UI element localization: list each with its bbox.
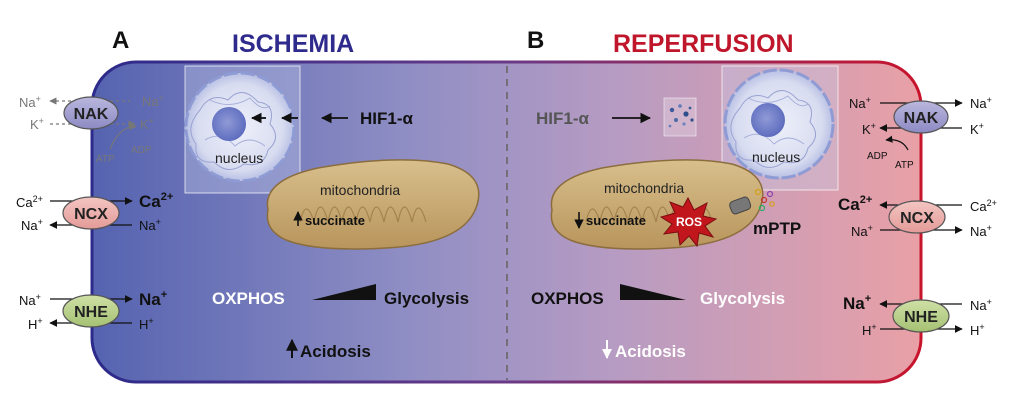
panel-letter-b: B: [527, 27, 544, 54]
nak-k-in-b: K+: [862, 121, 876, 137]
glycolysis-label-b: Glycolysis: [700, 289, 785, 308]
ncx-name-b: NCX: [900, 210, 934, 227]
glycolysis-label-a: Glycolysis: [384, 289, 469, 308]
nak-k-in-a: K+: [140, 116, 154, 132]
ncx-ca-out-a: Ca2+: [16, 194, 43, 210]
nucleus-a: [184, 71, 296, 183]
nhe-na-out-a: Na+: [19, 292, 41, 308]
mptp-pore-icon: [729, 188, 775, 215]
nak-atp-b: ATP: [895, 160, 914, 171]
nak-atp-a: ATP: [96, 154, 115, 165]
ros-burst-icon: [659, 196, 718, 248]
nhe-name-a: NHE: [74, 304, 108, 321]
oxphos-label-a: OXPHOS: [212, 289, 285, 308]
nucleus-label-a: nucleus: [215, 150, 263, 166]
oxphos-label-b: OXPHOS: [531, 289, 604, 308]
nak-pump-a: [49, 96, 137, 150]
nak-k-out-a: K+: [30, 116, 44, 132]
acidosis-label-a: Acidosis: [300, 342, 371, 361]
nhe-h-in-a: H+: [139, 316, 154, 332]
panel-letter-a: A: [112, 27, 129, 54]
ncx-na-out-b: Na+: [970, 223, 992, 239]
ros-label: ROS: [676, 215, 702, 229]
mito-label-b: mitochondria: [604, 180, 684, 196]
succinate-label-b: succinate: [586, 213, 646, 228]
panel-title-reperfusion: REPERFUSION: [613, 30, 794, 58]
ratio-wedge-b: [620, 284, 686, 300]
acidosis-label-b: Acidosis: [615, 342, 686, 361]
nucleus-b: [723, 68, 835, 180]
ncx-exchanger-a: [49, 196, 133, 230]
nak-na-in-b: Na+: [849, 95, 871, 111]
nak-pump-b: [879, 99, 963, 151]
nhe-exchanger-a: [49, 294, 133, 328]
ncx-ca-out-b: Ca2+: [970, 198, 997, 214]
degraded-hif-icon: [663, 97, 697, 137]
nhe-h-in-b: H+: [862, 322, 877, 338]
nak-na-out-a: Na+: [19, 94, 41, 110]
nak-name-a: NAK: [74, 106, 109, 123]
ncx-na-in-a: Na+: [139, 217, 161, 233]
nhe-na-out-b: Na+: [970, 297, 992, 313]
hif-label-a: HIF1-α: [360, 109, 414, 128]
ncx-ca-in-a: Ca2+: [139, 191, 173, 211]
ncx-na-in-b: Na+: [851, 223, 873, 239]
ncx-exchanger-b: [879, 200, 963, 234]
nak-na-in-a: Na+: [142, 93, 164, 109]
nak-name-b: NAK: [904, 110, 939, 127]
nak-na-out-b: Na+: [970, 95, 992, 111]
hif-label-b: HIF1-α: [536, 109, 590, 128]
ncx-ca-in-b: Ca2+: [838, 194, 872, 214]
ratio-wedge-a: [312, 284, 376, 300]
panel-title-ischemia: ISCHEMIA: [232, 30, 354, 58]
mitochondria-a: [266, 159, 480, 250]
nhe-na-in-a: Na+: [139, 289, 167, 309]
ncx-na-out-a: Na+: [21, 217, 43, 233]
mptp-label: mPTP: [753, 219, 801, 238]
nhe-name-b: NHE: [904, 309, 938, 326]
nak-adp-b: ADP: [867, 151, 888, 162]
nhe-h-out-a: H+: [28, 316, 43, 332]
mito-label-a: mitochondria: [320, 182, 400, 198]
nak-k-out-b: K+: [970, 121, 984, 137]
ncx-name-a: NCX: [74, 206, 108, 223]
nhe-h-out-b: H+: [970, 322, 985, 338]
nhe-na-in-b: Na+: [843, 293, 871, 313]
nucleus-label-b: nucleus: [752, 149, 800, 165]
succinate-label-a: succinate: [305, 213, 365, 228]
nhe-exchanger-b: [879, 299, 963, 333]
nak-adp-a: ADP: [131, 145, 152, 156]
